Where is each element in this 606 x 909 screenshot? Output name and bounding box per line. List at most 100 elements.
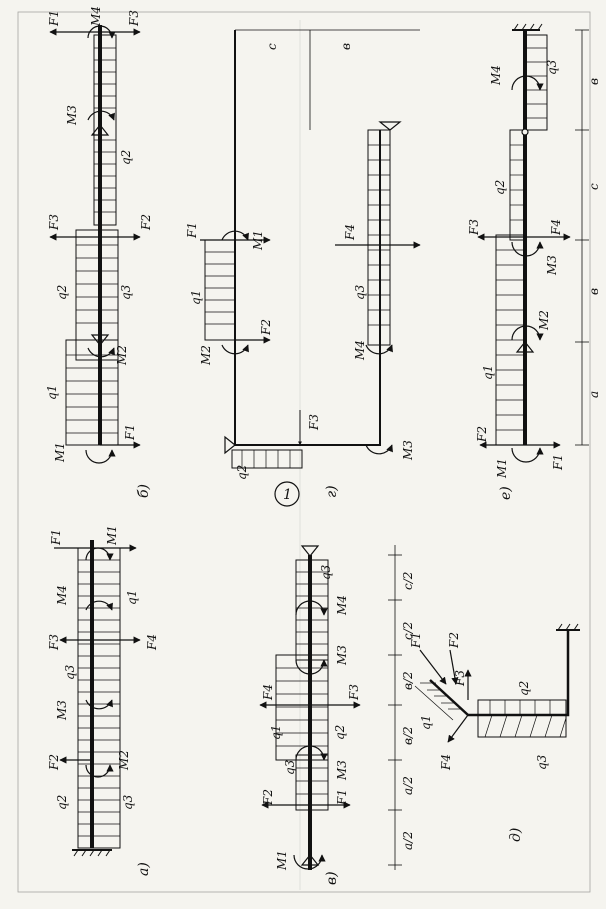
a-label-M2: M2 xyxy=(117,750,131,771)
b-label-M4: M4 xyxy=(89,6,103,27)
b-label-F1: F1 xyxy=(47,10,61,27)
page-frame xyxy=(17,11,591,893)
v-dim-5: a/2 xyxy=(401,776,415,795)
d-label-q1: q1 xyxy=(419,715,433,730)
sheet-number: 1 xyxy=(274,481,300,507)
b-label-q2-upper: q2 xyxy=(119,150,133,165)
g-dim-c: c xyxy=(265,43,279,50)
a-label-F1: F1 xyxy=(49,529,63,546)
e-dimension-line xyxy=(575,29,589,446)
v-label-F4: F4 xyxy=(261,684,275,701)
e-label-q3: q3 xyxy=(545,59,559,75)
diagram-b-load-lines xyxy=(66,47,118,434)
v-pin-support-bottom xyxy=(300,854,320,866)
diagram-d-load-lines xyxy=(484,700,567,738)
g-pin-support xyxy=(224,435,236,455)
e-dim-1: в xyxy=(587,78,601,85)
b-label-M2: M2 xyxy=(115,345,129,366)
g-label-q3: q3 xyxy=(353,284,367,300)
b-caption: б) xyxy=(136,484,152,498)
v-label-F3: F3 xyxy=(347,684,361,701)
diagram-a-fixed-support xyxy=(72,849,112,857)
v-label-q1: q1 xyxy=(269,725,283,740)
diagram-g-load-lines xyxy=(205,144,390,468)
g-label-F2: F2 xyxy=(259,319,273,336)
a-label-M3: M3 xyxy=(55,700,69,721)
b-label-F3: F3 xyxy=(47,214,61,231)
v-dim-2: c/2 xyxy=(401,622,415,640)
a-label-M4: M4 xyxy=(55,585,69,606)
a-label-q1: q1 xyxy=(125,590,139,605)
e-caption: е) xyxy=(498,486,514,500)
d-label-q3: q3 xyxy=(535,754,549,770)
d-label-F4: F4 xyxy=(439,754,453,771)
a-label-F4: F4 xyxy=(145,634,159,651)
e-label-q1: q1 xyxy=(481,365,495,380)
diagram-v: q3 M4 M3 F4 F3 q1 q2 M3 q3 F2 F1 M1 c/2 … xyxy=(259,545,415,885)
g-label-q2: q2 xyxy=(235,465,249,480)
v-caption: в) xyxy=(324,871,340,885)
v-label-F2: F2 xyxy=(261,789,275,806)
diagram-a: F1 M1 M4 q1 F3 F4 q3 M3 F2 M2 q2 q3 а) xyxy=(47,525,159,876)
e-label-F1: F1 xyxy=(551,454,565,471)
b-label-q1: q1 xyxy=(45,385,59,400)
g-label-F3: F3 xyxy=(307,414,321,431)
sheet-number-text: 1 xyxy=(283,487,292,503)
e-dim-3: в xyxy=(587,288,601,295)
v-label-q2: q2 xyxy=(333,725,347,740)
a-label-F3: F3 xyxy=(47,634,61,651)
e-fixed-support xyxy=(512,23,543,31)
e-label-M2: M2 xyxy=(537,310,551,331)
b-label-F2: F2 xyxy=(139,214,153,231)
g-dim-b: в xyxy=(339,43,353,50)
v-dim-6: a/2 xyxy=(401,831,415,850)
g-label-M2: M2 xyxy=(199,345,213,366)
e-label-M4: M4 xyxy=(489,65,503,86)
v-label-M1: M1 xyxy=(275,850,289,871)
diagram-a-load-lines xyxy=(78,559,120,837)
e-pin-support xyxy=(515,341,535,353)
diagram-v-load-lines xyxy=(276,571,328,795)
e-dim-4: a xyxy=(587,391,601,398)
g-label-M3: M3 xyxy=(401,440,415,461)
b-label-M1: M1 xyxy=(53,442,67,463)
v-label-F1: F1 xyxy=(335,789,349,806)
diagram-b: F1 M4 F3 M3 q2 F3 F2 q2 q3 M2 q1 M1 F1 б… xyxy=(45,6,153,498)
v-label-M3: M3 xyxy=(335,760,349,781)
e-label-F3: F3 xyxy=(467,219,481,236)
d-caption: д) xyxy=(508,828,524,842)
e-label-q2: q2 xyxy=(493,180,507,195)
v-dim-1: c/2 xyxy=(401,572,415,590)
v-label-q3-top: q3 xyxy=(319,564,333,580)
v-dimension-line xyxy=(388,545,402,870)
e-hinge xyxy=(521,128,529,136)
d-label-F1: F1 xyxy=(409,632,423,649)
g-label-F1: F1 xyxy=(185,222,199,239)
diagram-d: F1 F2 F3 q2 q1 F4 q3 д) xyxy=(409,623,580,842)
a-label-M1: M1 xyxy=(105,525,119,546)
d-label-F2: F2 xyxy=(447,632,461,649)
e-label-F4: F4 xyxy=(549,219,563,236)
d-label-q2: q2 xyxy=(517,681,531,696)
v-label-M4: M4 xyxy=(335,595,349,616)
b-pin-support-upper xyxy=(90,124,110,136)
b-label-q2: q2 xyxy=(55,285,69,300)
d-fixed-support xyxy=(556,623,580,631)
g-caption: г) xyxy=(324,485,340,498)
v-label-M3-top: M3 xyxy=(335,645,349,666)
d-label-F3: F3 xyxy=(453,670,467,687)
v-label-q3: q3 xyxy=(283,759,297,775)
e-label-F2: F2 xyxy=(475,426,489,443)
a-label-q3-top: q3 xyxy=(63,664,77,680)
a-label-F2: F2 xyxy=(47,754,61,771)
b-label-q3: q3 xyxy=(119,284,133,300)
a-label-q3: q3 xyxy=(121,794,135,810)
diagram-g: F1 M1 q1 F2 M2 F4 q3 M4 F3 M3 q2 c в г) xyxy=(185,29,421,498)
b-pin-support-lower xyxy=(90,334,110,346)
d-q1-load xyxy=(414,682,461,721)
v-dim-4: в/2 xyxy=(401,726,415,745)
b-label-F1-lower: F1 xyxy=(123,424,137,441)
diagram-e-load-lines xyxy=(496,47,547,431)
